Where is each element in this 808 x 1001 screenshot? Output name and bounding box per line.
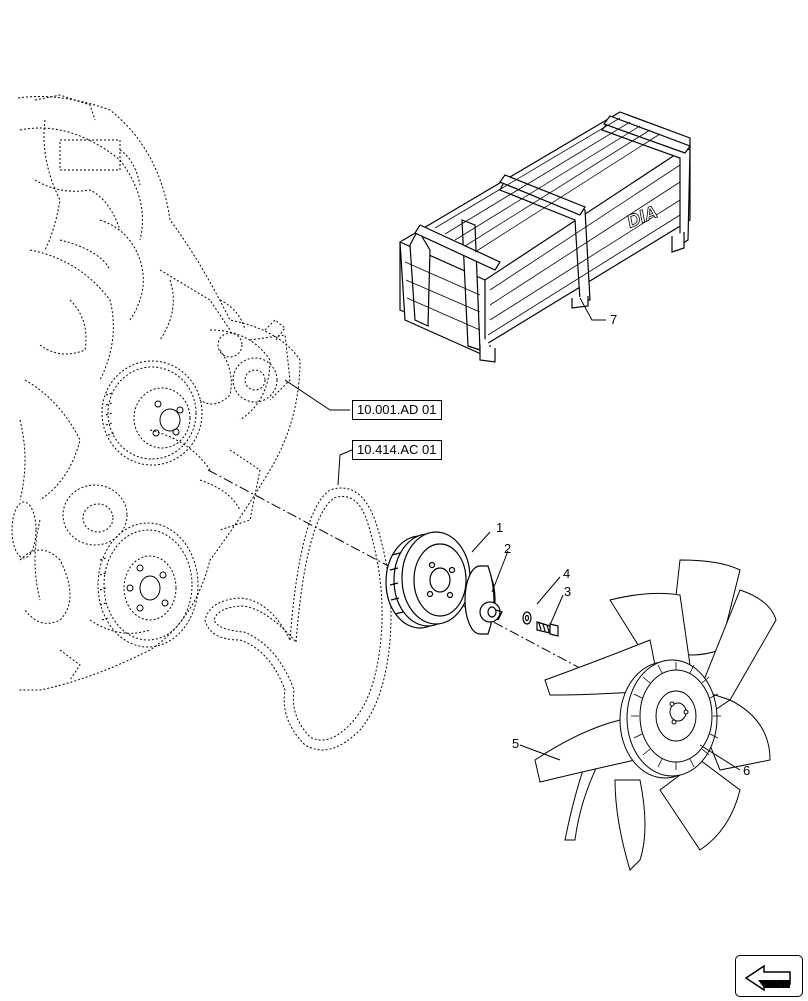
engine-assembly [11, 94, 301, 691]
drive-belt [204, 487, 392, 751]
fan-drive-pulley [385, 531, 471, 629]
callout-4: 4 [563, 566, 571, 581]
viscous-fan-clutch [619, 659, 721, 779]
shipping-crate: DIA [399, 111, 691, 363]
cooling-fan [534, 559, 777, 871]
crankshaft-pulley [97, 522, 199, 648]
callout-5: 5 [512, 736, 520, 751]
shaft-centerline [207, 469, 641, 701]
bolt [536, 621, 559, 637]
idler-pulley [11, 484, 128, 559]
callout-7: 7 [610, 312, 618, 327]
water-pump [217, 319, 286, 403]
arrow-shape [744, 964, 791, 992]
callout-2: 2 [504, 541, 512, 556]
callout-3: 3 [564, 584, 572, 599]
callout-6: 6 [743, 763, 751, 778]
callout-1: 1 [496, 520, 504, 535]
leader-lines [284, 297, 741, 771]
washer [522, 611, 532, 625]
upper-pulley [101, 360, 203, 466]
fan-hub [464, 565, 503, 635]
reference-box-10-414-ac-01[interactable]: 10.414.AC 01 [352, 440, 442, 460]
reference-box-10-001-ad-01[interactable]: 10.001.AD 01 [352, 400, 442, 420]
next-page-arrow-icon[interactable] [735, 955, 803, 997]
